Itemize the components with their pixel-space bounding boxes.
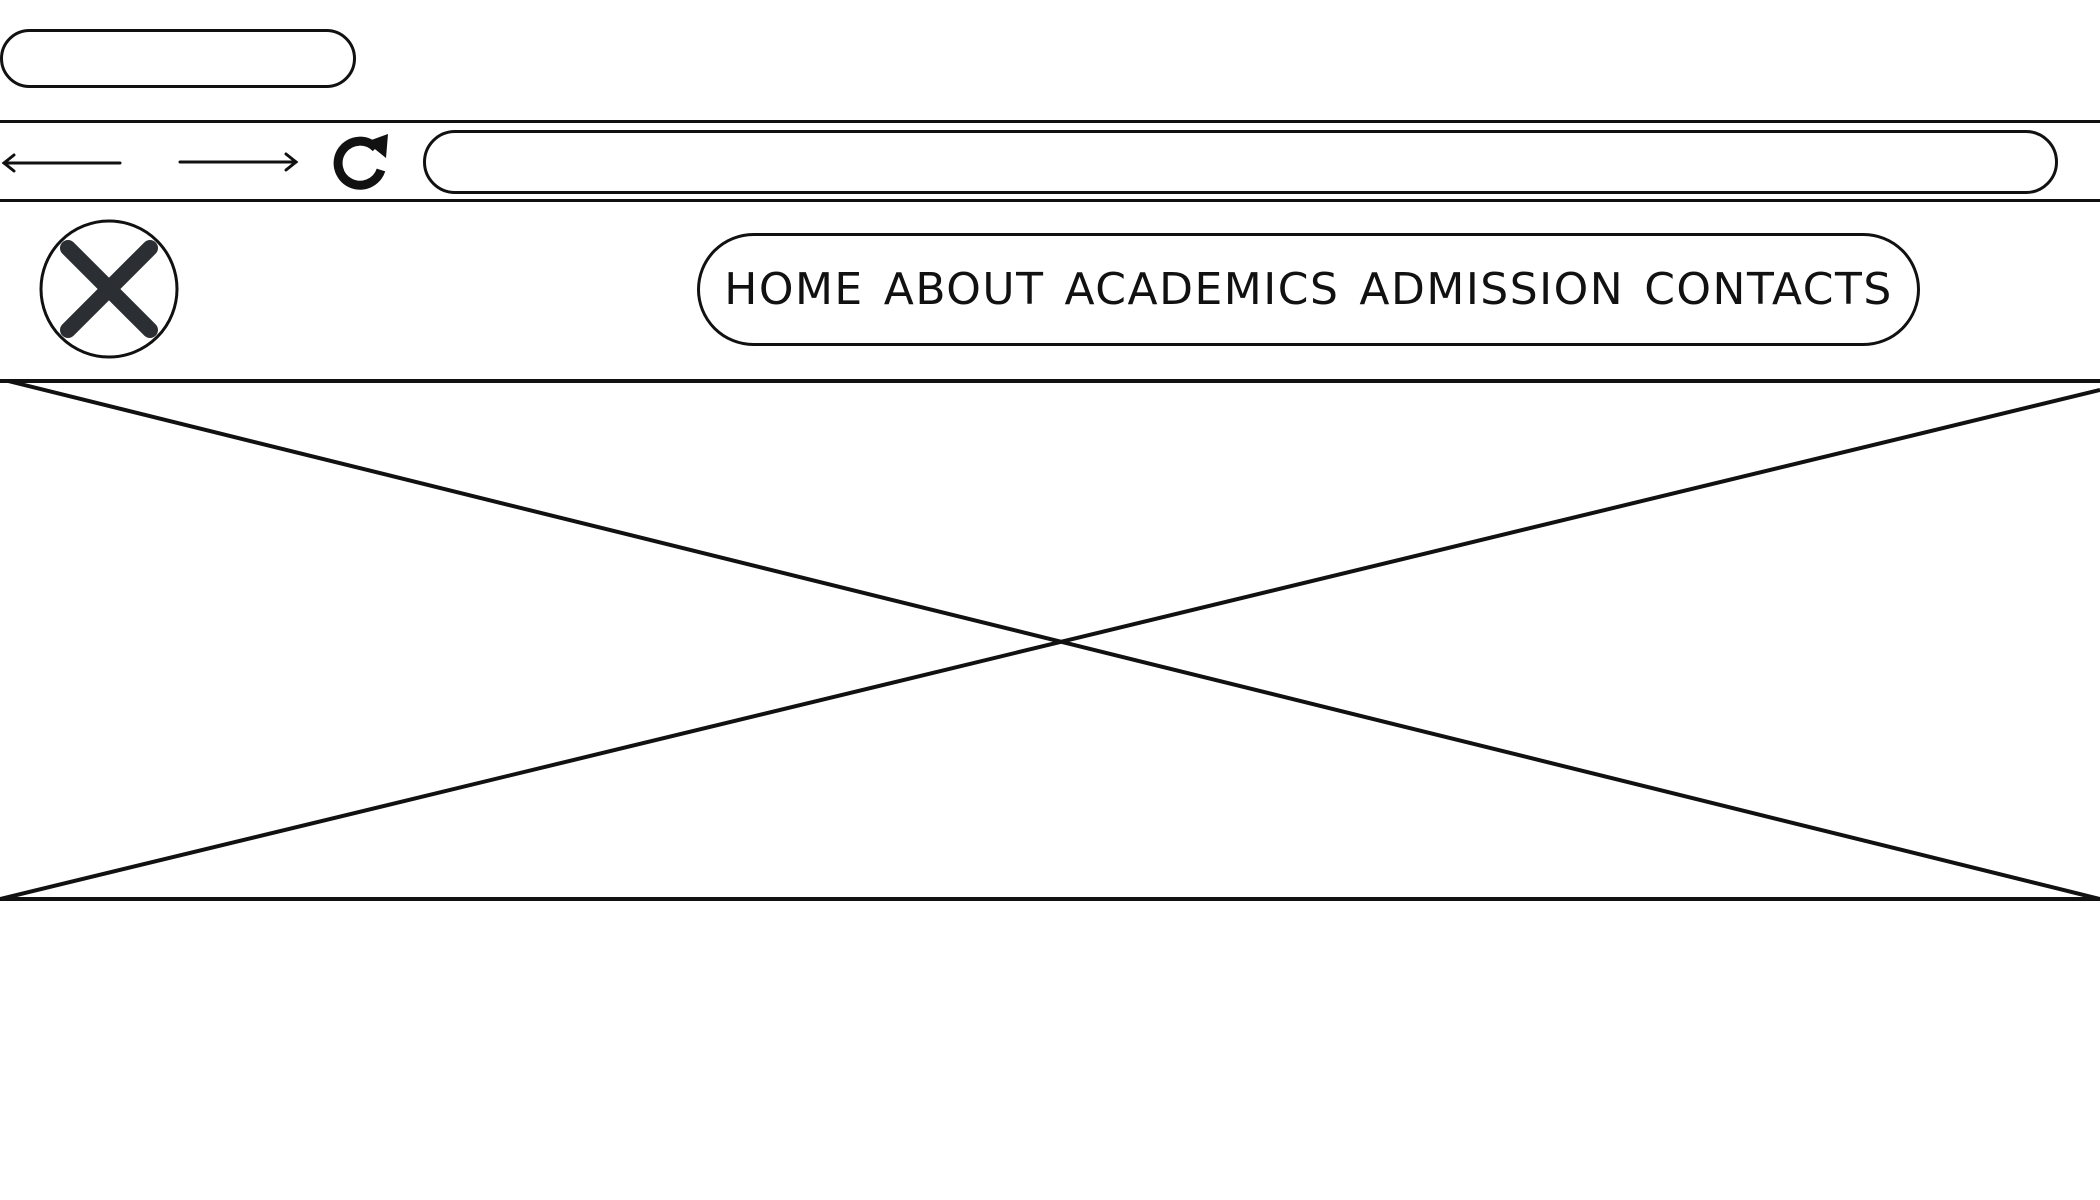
- arrow-left-icon: [1, 153, 122, 173]
- nav-link-home[interactable]: HOME: [724, 264, 864, 315]
- nav-link-contacts[interactable]: CONTACTS: [1644, 264, 1893, 315]
- back-button[interactable]: [0, 145, 125, 181]
- forward-button[interactable]: [176, 144, 301, 180]
- nav-link-about[interactable]: ABOUT: [883, 264, 1045, 315]
- site-logo[interactable]: [38, 218, 180, 360]
- reload-icon: [333, 134, 388, 190]
- nav-link-academics[interactable]: ACADEMICS: [1064, 264, 1340, 315]
- toolbar-top-divider: [0, 120, 2100, 123]
- hero-diagonal-1: [0, 379, 2100, 901]
- x-circle-icon: [60, 240, 158, 338]
- logo-circle: [39, 219, 179, 359]
- reload-button[interactable]: [328, 130, 394, 196]
- browser-tab[interactable]: [0, 29, 356, 88]
- hero-diagonal-2: [0, 388, 2100, 901]
- address-bar[interactable]: [423, 130, 2058, 194]
- main-nav: HOME ABOUT ACADEMICS ADMISSION CONTACTS: [697, 233, 1920, 346]
- arrow-right-icon: [178, 152, 299, 172]
- nav-link-admission[interactable]: ADMISSION: [1359, 264, 1625, 315]
- hero-image-placeholder: [0, 379, 2100, 901]
- toolbar-bottom-divider: [0, 199, 2100, 202]
- image-placeholder-icon: [0, 379, 2100, 901]
